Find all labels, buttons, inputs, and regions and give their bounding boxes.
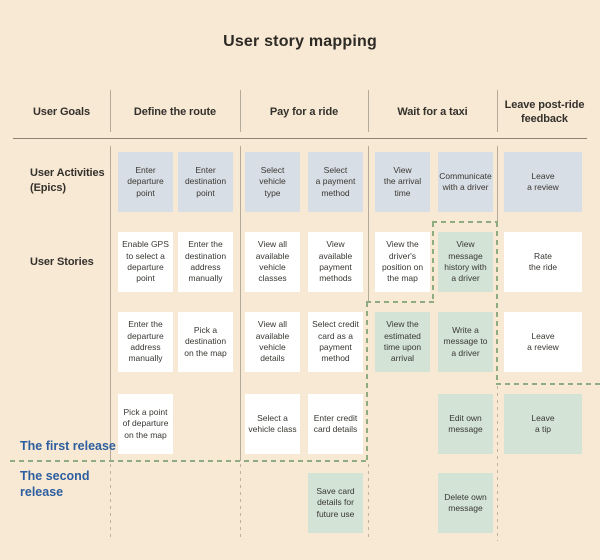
release-boundary-segment (10, 460, 368, 462)
second-release-column-separator (110, 464, 111, 541)
second-release-card[interactable]: Leave a tip (504, 394, 582, 454)
story-card[interactable]: Pick a point of departure on the map (118, 394, 173, 454)
column-separator (240, 90, 241, 132)
column-separator (110, 90, 111, 132)
story-card[interactable]: Leave a review (504, 312, 582, 372)
second-release-label: The second release (20, 469, 90, 500)
second-release-card[interactable]: Write a message to a driver (438, 312, 493, 372)
story-card[interactable]: View available payment methods (308, 232, 363, 292)
second-release-column-separator (497, 386, 498, 541)
page-title: User story mapping (223, 33, 377, 50)
story-card[interactable]: View all available vehicle details (245, 312, 300, 372)
first-release-label: The first release (20, 439, 116, 453)
release-boundary-segment (496, 222, 498, 385)
row-label-stories: User Stories (30, 256, 94, 268)
story-card[interactable]: Enter the departure address manually (118, 312, 173, 372)
epic-card[interactable]: Select vehicle type (245, 152, 300, 212)
second-release-card[interactable]: Delete own message (438, 473, 493, 533)
second-release-card[interactable]: View the estimated time upon arrival (375, 312, 430, 372)
epic-card[interactable]: Communicate with a driver (438, 152, 493, 212)
release-boundary-segment (366, 301, 434, 303)
story-card[interactable]: Enable GPS to select a departure point (118, 232, 173, 292)
story-card[interactable]: Enter credit card details (308, 394, 363, 454)
column-separator (497, 146, 498, 222)
epic-card[interactable]: Leave a review (504, 152, 582, 212)
epic-card[interactable]: Enter destination point (178, 152, 233, 212)
story-card[interactable]: View all available vehicle classes (245, 232, 300, 292)
story-card[interactable]: Select a vehicle class (245, 394, 300, 454)
release-boundary-segment (366, 302, 368, 462)
story-card[interactable]: View the driver's position on the map (375, 232, 430, 292)
release-boundary-segment (432, 222, 434, 303)
story-card[interactable]: Rate the ride (504, 232, 582, 292)
row-label-epics: User Activities (Epics) (30, 167, 105, 195)
story-card[interactable]: Pick a destination on the map (178, 312, 233, 372)
column-header-define-route: Define the route (133, 105, 217, 118)
epic-card[interactable]: Enter departure point (118, 152, 173, 212)
epic-card[interactable]: View the arrival time (375, 152, 430, 212)
story-card[interactable]: Select credit card as a payment method (308, 312, 363, 372)
column-separator (240, 146, 241, 461)
column-header-user-goals: User Goals (32, 105, 91, 118)
second-release-column-separator (368, 464, 369, 541)
story-card[interactable]: Enter the destination address manually (178, 232, 233, 292)
release-boundary-segment (496, 383, 600, 385)
column-separator (368, 146, 369, 302)
column-separator (497, 90, 498, 132)
second-release-card[interactable]: Edit own message (438, 394, 493, 454)
column-header-feedback: Leave post-ride feedback (504, 98, 585, 125)
column-separator (110, 146, 111, 461)
column-header-pay-for-ride: Pay for a ride (269, 105, 339, 118)
release-boundary-segment (432, 221, 498, 223)
second-release-column-separator (240, 464, 241, 541)
second-release-card[interactable]: View message history with a driver (438, 232, 493, 292)
column-header-wait-for-taxi: Wait for a taxi (397, 105, 468, 118)
header-underline (13, 138, 587, 139)
column-separator (368, 90, 369, 132)
second-release-card[interactable]: Save card details for future use (308, 473, 363, 533)
epic-card[interactable]: Select a payment method (308, 152, 363, 212)
